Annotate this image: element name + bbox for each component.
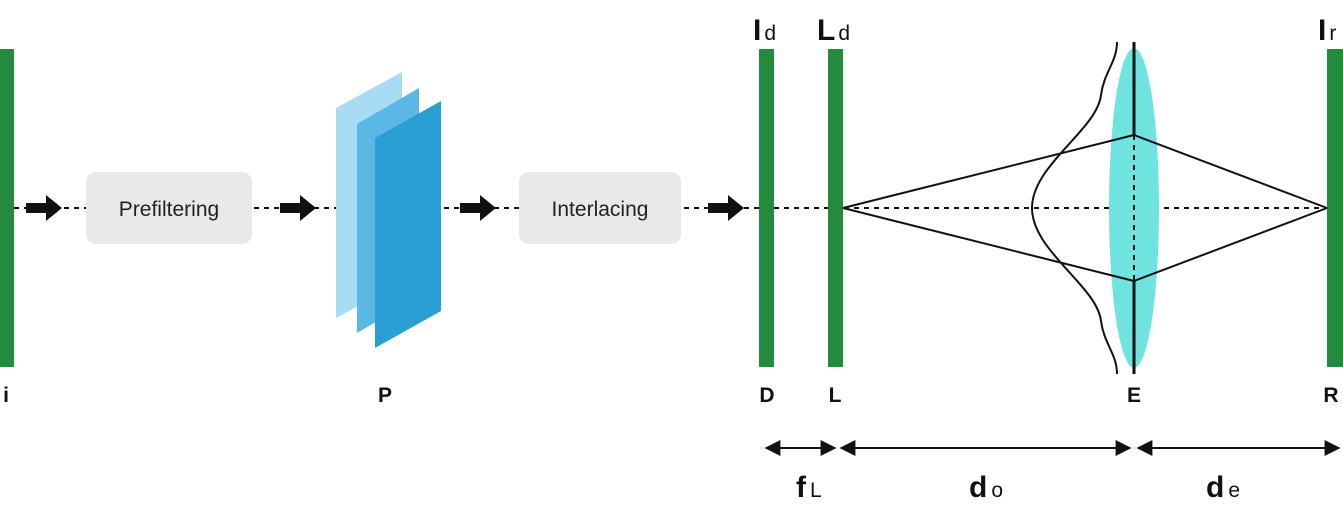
layer-front <box>375 101 441 348</box>
ray-lines <box>842 134 1328 282</box>
label-i: i <box>3 384 9 407</box>
interlacing-label: Interlacing <box>552 198 649 221</box>
lens-array-plane <box>828 49 843 367</box>
label-d: D <box>759 384 774 407</box>
label-p: P <box>378 384 392 407</box>
pupil-gaussian-curve <box>1030 41 1118 375</box>
layer-stack <box>336 72 441 348</box>
flow-arrow-2 <box>280 195 316 221</box>
label-e: E <box>1127 384 1141 407</box>
flow-arrow-3 <box>460 195 496 221</box>
label-l: L <box>829 384 842 407</box>
retina-plane <box>1327 49 1343 367</box>
prefiltering-label: Prefiltering <box>119 198 219 221</box>
flow-arrow-4 <box>708 195 744 221</box>
prefiltering-box: Prefiltering <box>86 172 252 244</box>
interlacing-box: Interlacing <box>519 172 681 244</box>
flow-arrow-1 <box>26 195 62 221</box>
display-plane <box>759 49 774 367</box>
input-plane <box>0 49 14 367</box>
label-r: R <box>1323 384 1338 407</box>
